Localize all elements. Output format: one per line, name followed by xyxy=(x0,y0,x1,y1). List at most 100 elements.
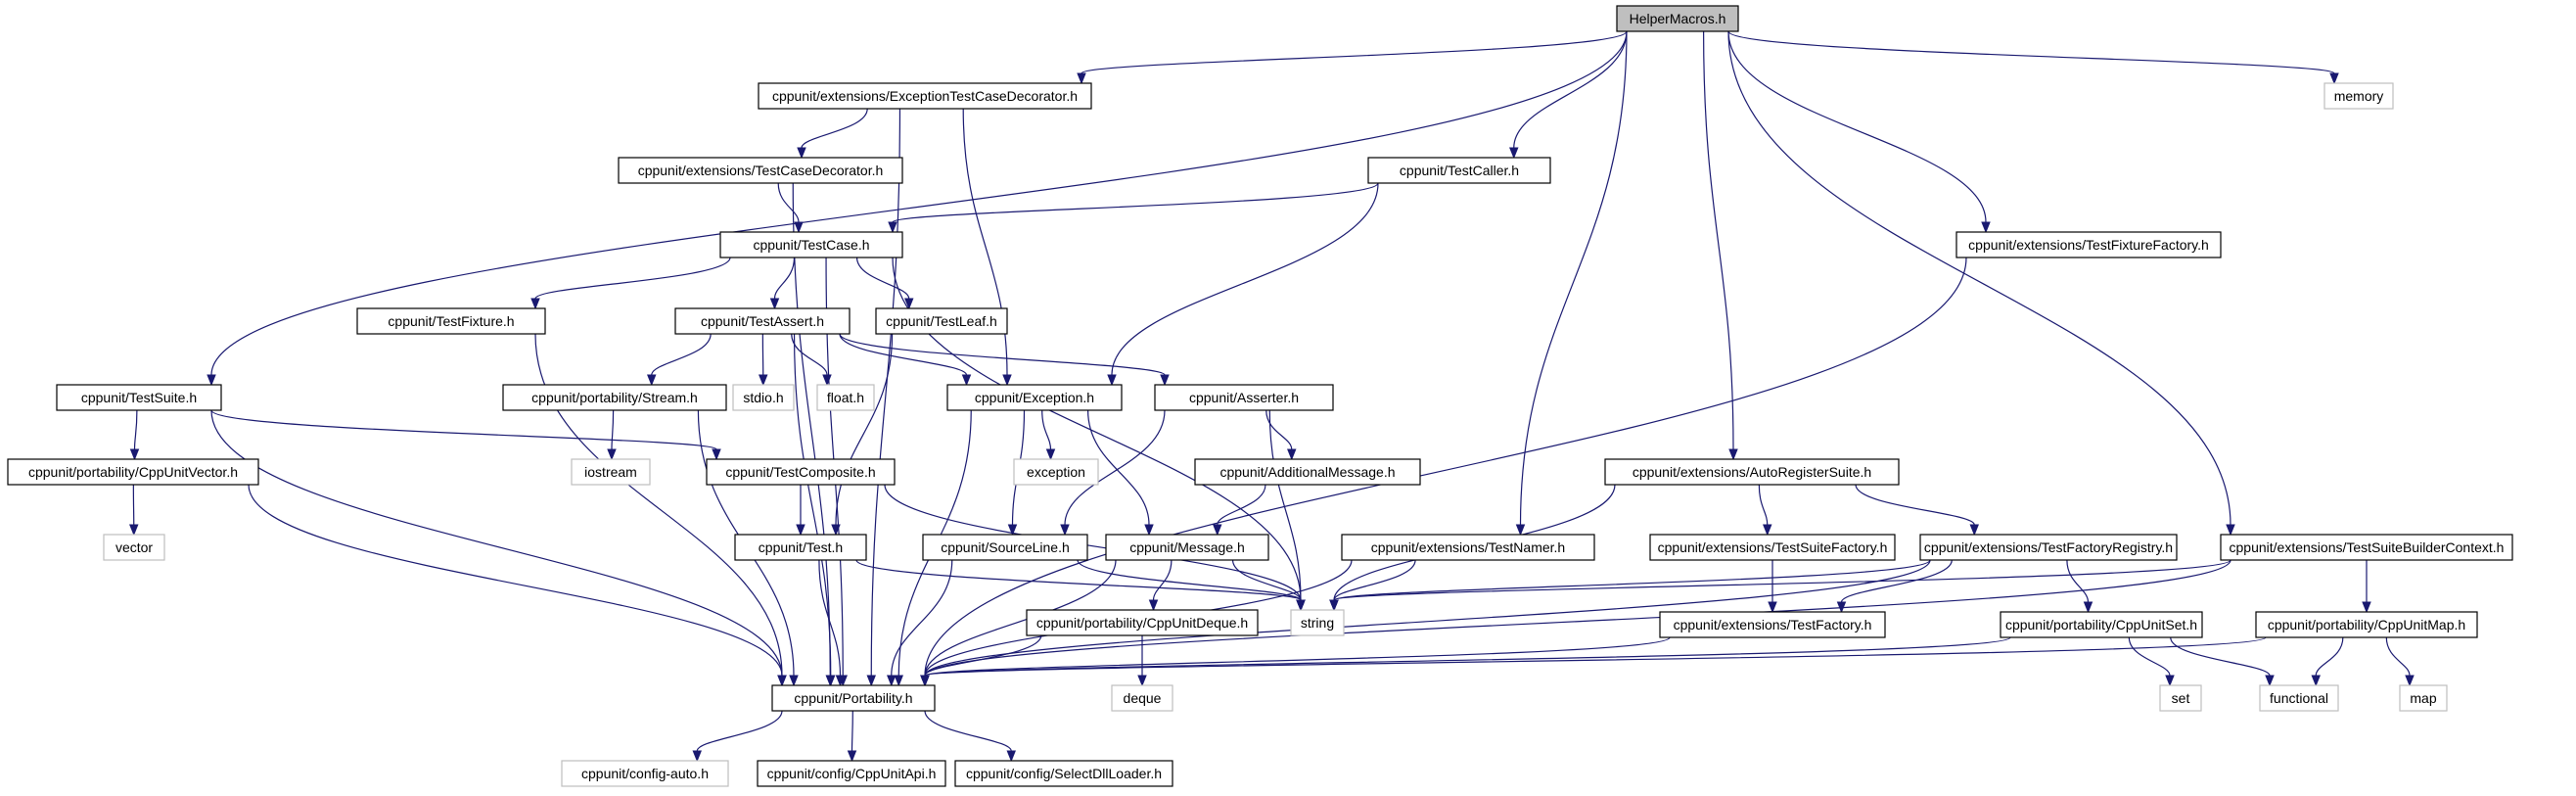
node-cppunit-testcase-h[interactable]: cppunit/TestCase.h xyxy=(719,231,903,258)
node-cppunit-message-h[interactable]: cppunit/Message.h xyxy=(1105,534,1269,561)
graph-nodes: HelperMacros.h cppunit/extensions/Excepti… xyxy=(7,5,2513,787)
node-cppunit-config-selectdllloader-h[interactable]: cppunit/config/SelectDllLoader.h xyxy=(954,760,1173,787)
arrowhead-icon xyxy=(789,675,799,687)
node-cppunit-testfixture-h[interactable]: cppunit/TestFixture.h xyxy=(356,307,546,335)
node-cppunit-portability-cppunitvector-h[interactable]: cppunit/portability/CppUnitVector.h xyxy=(7,458,259,486)
arrowhead-icon xyxy=(1287,448,1297,461)
arrowhead-icon xyxy=(129,524,139,537)
arrowhead-icon xyxy=(712,448,721,461)
node-label: cppunit/config/CppUnitApi.h xyxy=(767,766,937,781)
edge-line xyxy=(1333,559,1416,601)
node-box xyxy=(1367,157,1551,184)
arrowhead-icon xyxy=(1981,221,1991,234)
edge-line xyxy=(793,333,832,677)
edge-n28-n33 xyxy=(2066,559,2093,614)
arrowhead-icon xyxy=(796,524,805,537)
node-cppunit-extensions-testfactoryregistry-h[interactable]: cppunit/extensions/TestFactoryRegistry.h xyxy=(1919,534,2178,561)
node-box xyxy=(56,384,222,411)
edge-line xyxy=(1758,484,1769,526)
node-box xyxy=(1341,534,1595,561)
edge-n29-n30 xyxy=(1329,559,2231,612)
node-cppunit-extensions-autoregistersuite-h[interactable]: cppunit/extensions/AutoRegisterSuite.h xyxy=(1604,458,1900,486)
node-cppunit-extensions-testsuitefactory-h[interactable]: cppunit/extensions/TestSuiteFactory.h xyxy=(1649,534,1896,561)
node-cppunit-portability-cppunitmap-h[interactable]: cppunit/portability/CppUnitMap.h xyxy=(2255,611,2478,638)
edge-line xyxy=(835,333,894,526)
edge-line xyxy=(818,559,842,677)
node-label: vector xyxy=(115,539,153,555)
node-box xyxy=(674,307,851,335)
arrowhead-icon xyxy=(1296,599,1306,612)
edge-n9-n23 xyxy=(831,333,894,537)
edge-line xyxy=(892,182,1379,223)
edge-line xyxy=(884,484,1302,601)
node-box xyxy=(757,760,946,787)
edge-line xyxy=(1727,30,1987,223)
edge-n8-n13 xyxy=(791,333,832,387)
edge-n34-n39 xyxy=(2385,636,2415,687)
node-cppunit-sourceline-h[interactable]: cppunit/SourceLine.h xyxy=(922,534,1088,561)
node-label: cppunit/TestSuite.h xyxy=(81,390,197,405)
node-label: functional xyxy=(2270,690,2328,706)
node-box xyxy=(7,458,259,486)
node-box xyxy=(816,384,875,411)
node-label: cppunit/SourceLine.h xyxy=(941,539,1070,555)
node-cppunit-config-auto-h: cppunit/config-auto.h xyxy=(561,760,729,787)
node-cppunit-testleaf-h[interactable]: cppunit/TestLeaf.h xyxy=(875,307,1008,335)
node-box xyxy=(1919,534,2178,561)
edge-n10-n18 xyxy=(210,409,721,461)
node-cppunit-testcaller-h[interactable]: cppunit/TestCaller.h xyxy=(1367,157,1551,184)
node-cppunit-extensions-testsuitebuildercontext-h[interactable]: cppunit/extensions/TestSuiteBuilderConte… xyxy=(2220,534,2513,561)
node-cppunit-asserter-h[interactable]: cppunit/Asserter.h xyxy=(1154,384,1334,411)
node-label: cppunit/Asserter.h xyxy=(1189,390,1299,405)
node-box xyxy=(875,307,1008,335)
node-box xyxy=(2220,534,2513,561)
node-label: cppunit/TestCase.h xyxy=(753,237,869,253)
edge-line xyxy=(924,710,1012,752)
edge-n15-n24 xyxy=(1060,409,1166,537)
node-cppunit-portability-h[interactable]: cppunit/Portability.h xyxy=(771,684,936,712)
arrowhead-icon xyxy=(835,675,846,687)
node-cppunit-testcomposite-h[interactable]: cppunit/TestComposite.h xyxy=(706,458,896,486)
edge-line xyxy=(1041,409,1052,450)
node-cppunit-extensions-testnamer-h[interactable]: cppunit/extensions/TestNamer.h xyxy=(1341,534,1595,561)
edge-n21-n27 xyxy=(1758,484,1772,537)
node-helpermacros-h[interactable]: HelperMacros.h xyxy=(1616,5,1739,32)
node-box xyxy=(1111,684,1173,712)
edge-n4-n5 xyxy=(888,182,1379,234)
edge-line xyxy=(2066,559,2090,603)
node-cppunit-extensions-testcasedecorator-h[interactable]: cppunit/extensions/TestCaseDecorator.h xyxy=(618,157,903,184)
edge-line xyxy=(924,559,2231,677)
node-cppunit-test-h[interactable]: cppunit/Test.h xyxy=(734,534,867,561)
node-cppunit-testassert-h[interactable]: cppunit/TestAssert.h xyxy=(674,307,851,335)
node-label: cppunit/TestAssert.h xyxy=(701,313,824,329)
node-cppunit-extensions-exceptiontestcasedecorator-h[interactable]: cppunit/extensions/ExceptionTestCaseDeco… xyxy=(758,82,1092,110)
edge-line xyxy=(696,710,783,752)
edge-n33-n35 xyxy=(920,636,2011,687)
edge-line xyxy=(1268,409,1302,601)
node-box xyxy=(1659,611,1886,638)
node-cppunit-portability-cppunitdeque-h[interactable]: cppunit/portability/CppUnitDeque.h xyxy=(1026,609,1259,636)
node-cppunit-portability-cppunitset-h[interactable]: cppunit/portability/CppUnitSet.h xyxy=(2000,611,2203,638)
arrowhead-icon xyxy=(904,298,914,310)
node-box xyxy=(561,760,729,787)
arrowhead-icon xyxy=(826,675,836,687)
edge-line xyxy=(1703,30,1734,450)
node-functional: functional xyxy=(2259,684,2339,712)
node-cppunit-portability-stream-h[interactable]: cppunit/portability/Stream.h xyxy=(502,384,727,411)
edge-line xyxy=(1333,559,1931,601)
edge-line xyxy=(2170,636,2271,677)
arrowhead-icon xyxy=(1045,448,1056,461)
node-cppunit-extensions-testfactory-h[interactable]: cppunit/extensions/TestFactory.h xyxy=(1659,611,1886,638)
arrowhead-icon xyxy=(1515,524,1526,537)
node-cppunit-exception-h[interactable]: cppunit/Exception.h xyxy=(946,384,1123,411)
node-cppunit-testsuite-h[interactable]: cppunit/TestSuite.h xyxy=(56,384,222,411)
edge-line xyxy=(210,30,1628,376)
edge-n14-n25 xyxy=(1087,409,1154,537)
node-cppunit-config-cppunitapi-h[interactable]: cppunit/config/CppUnitApi.h xyxy=(757,760,946,787)
edge-n16-n35 xyxy=(248,484,787,687)
edge-n0-n21 xyxy=(1703,30,1738,461)
node-cppunit-additionalmessage-h[interactable]: cppunit/AdditionalMessage.h xyxy=(1194,458,1421,486)
node-map: map xyxy=(2399,684,2448,712)
node-cppunit-extensions-testfixturefactory-h[interactable]: cppunit/extensions/TestFixtureFactory.h xyxy=(1955,231,2222,258)
